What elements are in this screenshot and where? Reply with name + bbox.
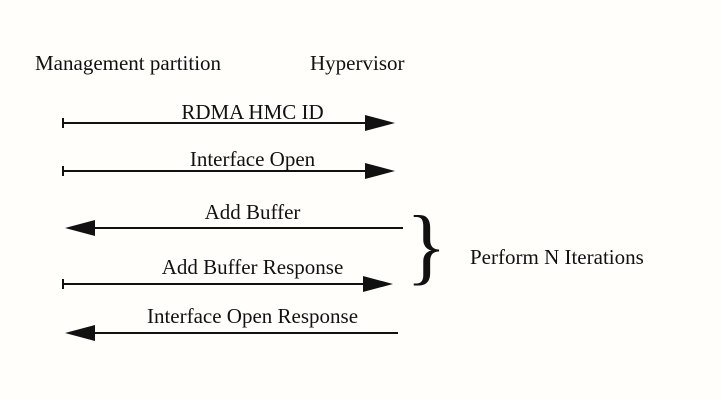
arrowhead-right-icon [365, 115, 395, 131]
arrow-shaft [91, 227, 403, 229]
message-label-rdma-hmc-id: RDMA HMC ID [181, 100, 324, 124]
message-label-add-buffer-response: Add Buffer Response [161, 255, 344, 279]
arrow-left-icon [65, 325, 398, 341]
arrow-shaft [62, 170, 369, 172]
iteration-brace: } [406, 199, 447, 293]
actor-hypervisor-label: Hypervisor [310, 51, 405, 75]
arrowhead-left-icon [65, 220, 95, 236]
arrow-shaft [91, 332, 398, 334]
arrow-right-icon [62, 115, 395, 131]
arrowhead-left-icon [65, 325, 95, 341]
arrowhead-right-icon [365, 163, 395, 179]
iteration-annotation-label: Perform N Iterations [470, 245, 644, 269]
message-label-add-buffer: Add Buffer [204, 200, 301, 224]
arrow-right-icon [62, 276, 393, 292]
arrow-shaft [62, 283, 367, 285]
message-label-interface-open-response: Interface Open Response [146, 304, 359, 328]
arrow-shaft [62, 122, 369, 124]
arrowhead-right-icon [363, 276, 393, 292]
actor-management-partition-label: Management partition [35, 51, 222, 75]
arrow-left-icon [65, 220, 403, 236]
message-label-interface-open: Interface Open [189, 147, 316, 171]
arrow-right-icon [62, 163, 395, 179]
